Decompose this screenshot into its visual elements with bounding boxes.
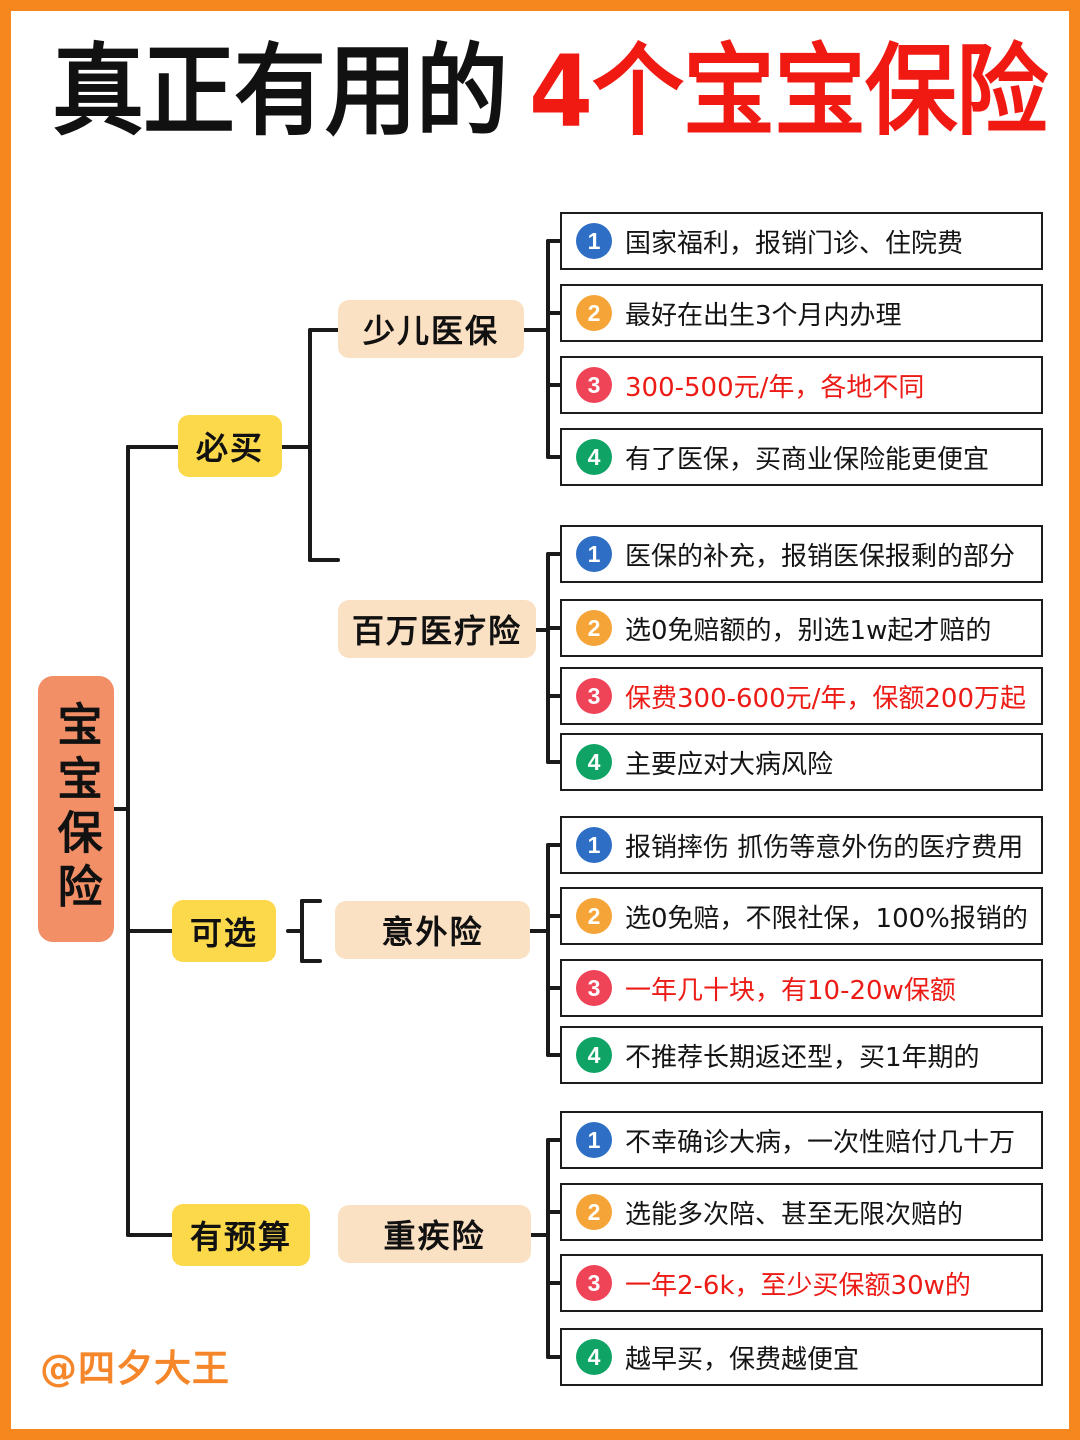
item-number-badge: 4 xyxy=(576,1037,612,1073)
branch-node-optional[interactable]: 可选 xyxy=(172,900,276,962)
item-text: 不推荐长期返还型，买1年期的 xyxy=(625,1042,980,1073)
detail-item[interactable]: 4 有了医保，买商业保险能更便宜 xyxy=(560,428,1043,486)
item-text: 保费300-600元/年，保额200万起 xyxy=(625,683,1027,714)
item-number-badge: 1 xyxy=(576,1122,612,1158)
item-number-badge: 1 xyxy=(576,827,612,863)
page-title: 真正有用的 4个宝宝保险 xyxy=(52,33,1048,150)
item-text: 选能多次陪、甚至无限次赔的 xyxy=(625,1199,964,1230)
item-number-badge: 3 xyxy=(576,970,612,1006)
branch-node-label: 有预算 xyxy=(189,1218,292,1256)
author-watermark: @四夕大王 xyxy=(40,1347,230,1390)
item-text: 选0免赔，不限社保，100%报销的 xyxy=(625,903,1028,934)
root-node-label: 宝宝保险 xyxy=(49,701,103,917)
category-node-child-medical-insurance[interactable]: 少儿医保 xyxy=(338,300,524,358)
detail-item[interactable]: 3 保费300-600元/年，保额200万起 xyxy=(560,667,1043,725)
item-number-badge: 2 xyxy=(576,898,612,934)
detail-item[interactable]: 3 300-500元/年，各地不同 xyxy=(560,356,1043,414)
item-number-badge: 3 xyxy=(576,367,612,403)
item-text: 最好在出生3个月内办理 xyxy=(625,300,902,331)
detail-item[interactable]: 3 一年2-6k，至少买保额30w的 xyxy=(560,1254,1043,1312)
category-node-label: 少儿医保 xyxy=(362,312,499,350)
item-number-badge: 4 xyxy=(576,1339,612,1375)
detail-item[interactable]: 1 不幸确诊大病，一次性赔付几十万 xyxy=(560,1111,1043,1169)
item-text: 一年几十块，有10-20w保额 xyxy=(625,975,956,1006)
item-text: 主要应对大病风险 xyxy=(625,749,834,780)
branch-node-budget[interactable]: 有预算 xyxy=(172,1204,310,1266)
item-number-badge: 3 xyxy=(576,1265,612,1301)
item-number-badge: 1 xyxy=(576,536,612,572)
detail-item[interactable]: 1 报销摔伤 抓伤等意外伤的医疗费用 xyxy=(560,816,1043,874)
item-number-badge: 2 xyxy=(576,1194,612,1230)
item-number-badge: 2 xyxy=(576,295,612,331)
detail-item[interactable]: 4 不推荐长期返还型，买1年期的 xyxy=(560,1026,1043,1084)
category-node-million-medical-insurance[interactable]: 百万医疗险 xyxy=(338,600,536,658)
branch-node-must-buy[interactable]: 必买 xyxy=(178,415,282,477)
detail-item[interactable]: 3 一年几十块，有10-20w保额 xyxy=(560,959,1043,1017)
item-number-badge: 3 xyxy=(576,678,612,714)
title-black-part: 真正有用的 xyxy=(52,33,508,150)
branch-node-label: 必买 xyxy=(195,429,264,467)
detail-item[interactable]: 2 选0免赔，不限社保，100%报销的 xyxy=(560,887,1043,945)
item-text: 越早买，保费越便宜 xyxy=(625,1344,860,1375)
category-node-critical-illness-insurance[interactable]: 重疾险 xyxy=(338,1205,531,1263)
item-text: 300-500元/年，各地不同 xyxy=(625,372,925,403)
category-node-label: 百万医疗险 xyxy=(351,612,522,650)
detail-item[interactable]: 2 选0免赔额的，别选1w起才赔的 xyxy=(560,599,1043,657)
detail-item[interactable]: 1 医保的补充，报销医保报剩的部分 xyxy=(560,525,1043,583)
item-number-badge: 4 xyxy=(576,439,612,475)
category-node-label: 意外险 xyxy=(381,913,484,951)
item-text: 选0免赔额的，别选1w起才赔的 xyxy=(625,615,992,646)
detail-item[interactable]: 2 选能多次陪、甚至无限次赔的 xyxy=(560,1183,1043,1241)
detail-item[interactable]: 2 最好在出生3个月内办理 xyxy=(560,284,1043,342)
item-number-badge: 2 xyxy=(576,610,612,646)
item-text: 报销摔伤 抓伤等意外伤的医疗费用 xyxy=(625,832,1024,863)
item-text: 一年2-6k，至少买保额30w的 xyxy=(625,1270,971,1301)
item-text: 国家福利，报销门诊、住院费 xyxy=(625,228,964,259)
detail-item[interactable]: 4 越早买，保费越便宜 xyxy=(560,1328,1043,1386)
item-number-badge: 4 xyxy=(576,744,612,780)
item-number-badge: 1 xyxy=(576,223,612,259)
item-text: 不幸确诊大病，一次性赔付几十万 xyxy=(625,1127,1016,1158)
category-node-accident-insurance[interactable]: 意外险 xyxy=(335,901,530,959)
detail-item[interactable]: 4 主要应对大病风险 xyxy=(560,733,1043,791)
detail-item[interactable]: 1 国家福利，报销门诊、住院费 xyxy=(560,212,1043,270)
item-text: 有了医保，买商业保险能更便宜 xyxy=(625,444,990,475)
item-text: 医保的补充，报销医保报剩的部分 xyxy=(625,541,1016,572)
title-red-part: 4个宝宝保险 xyxy=(529,33,1048,150)
root-node[interactable]: 宝宝保险 xyxy=(38,676,114,942)
category-node-label: 重疾险 xyxy=(383,1217,486,1255)
branch-node-label: 可选 xyxy=(189,914,258,952)
